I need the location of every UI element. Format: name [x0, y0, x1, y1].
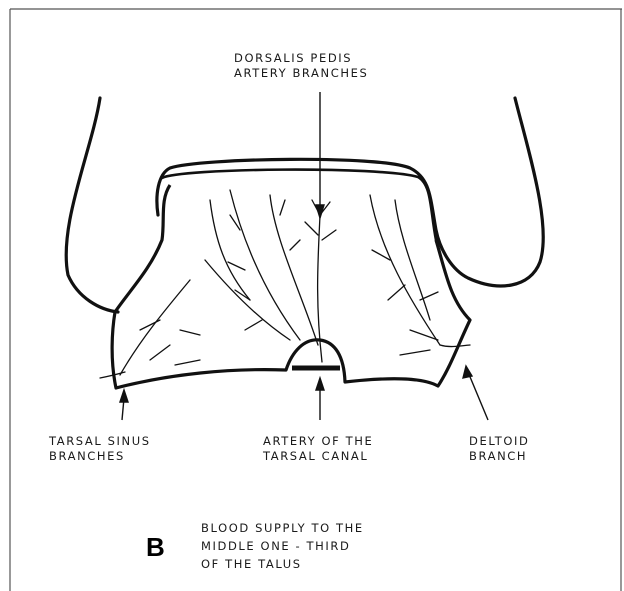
tarsal-canal-label: ARTERY OF THE TARSAL CANAL — [263, 434, 373, 464]
caption-line-2: MIDDLE ONE - THIRD — [201, 537, 364, 555]
tarsal-sinus-label: TARSAL SINUS BRANCHES — [49, 434, 151, 464]
deltoid-line-1: DELTOID — [469, 434, 529, 449]
tarsal-sinus-line-1: TARSAL SINUS — [49, 434, 151, 449]
caption-line-1: BLOOD SUPPLY TO THE — [201, 519, 364, 537]
tarsal-sinus-line-2: BRANCHES — [49, 449, 151, 464]
tarsal-canal-line-2: TARSAL CANAL — [263, 449, 373, 464]
deltoid-arrowhead — [463, 366, 472, 378]
tarsal-canal-line-1: ARTERY OF THE — [263, 434, 373, 449]
caption-line-3: OF THE TALUS — [201, 555, 364, 573]
joint-line — [162, 170, 436, 240]
deltoid-pointer-line — [468, 372, 488, 420]
figure-caption: BLOOD SUPPLY TO THE MIDDLE ONE - THIRD O… — [201, 519, 364, 573]
deltoid-branch-label: DELTOID BRANCH — [469, 434, 529, 464]
dorsalis-line-1: DORSALIS PEDIS — [234, 51, 368, 66]
pointer-arrows — [120, 92, 488, 420]
talus-outline — [112, 185, 470, 388]
dorsalis-line-2: ARTERY BRANCHES — [234, 66, 368, 81]
deltoid-line-2: BRANCH — [469, 449, 529, 464]
tarsal-canal-arrowhead — [316, 378, 324, 390]
figure-letter: B — [146, 532, 165, 563]
vessel-network — [100, 190, 470, 378]
tarsal-sinus-arrowhead — [120, 390, 128, 402]
dorsalis-pedis-label: DORSALIS PEDIS ARTERY BRANCHES — [234, 51, 368, 81]
